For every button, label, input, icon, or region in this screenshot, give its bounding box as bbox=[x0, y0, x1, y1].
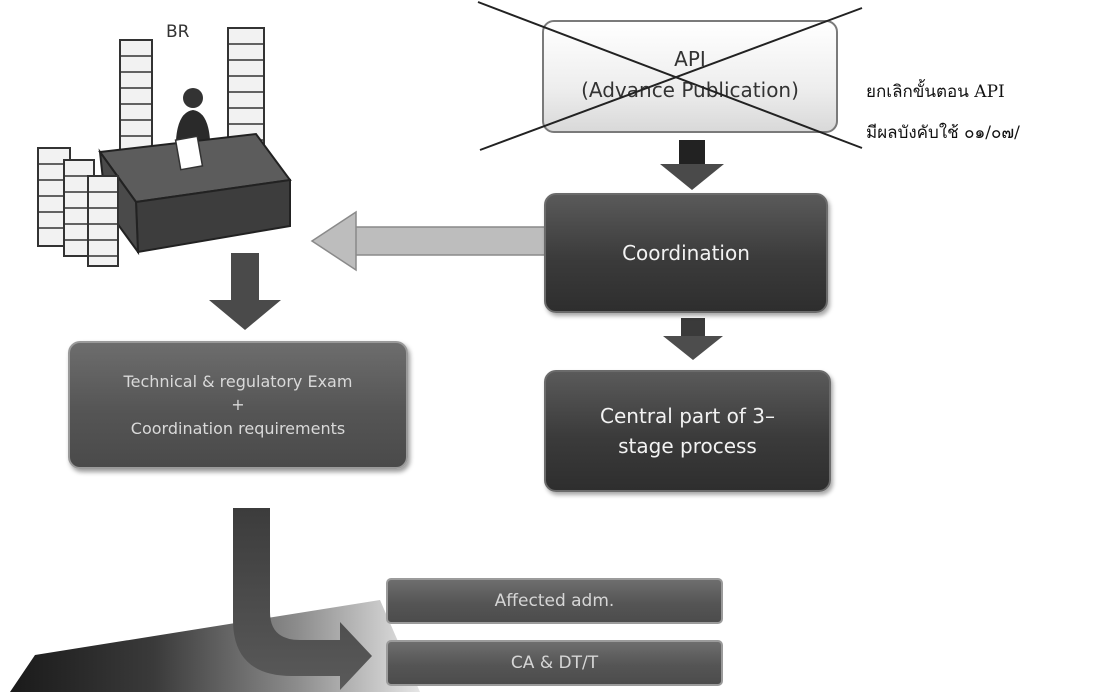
central-line-2: stage process bbox=[618, 434, 757, 458]
technical-line-1: Technical & regulatory Exam bbox=[123, 372, 353, 392]
desk-shape bbox=[98, 132, 292, 256]
note-line-1: ยกเลิกขั้นตอน API bbox=[866, 82, 1005, 102]
central-line-1: Central part of 3– bbox=[600, 404, 775, 428]
ca-label: CA & DT/T bbox=[510, 653, 599, 673]
paper-stack-front bbox=[37, 147, 119, 267]
api-cancellation-note: ยกเลิกขั้นตอน API มีผลบังคับใช้ ๐๑/๐๗/ bbox=[866, 72, 1020, 154]
coordination-label: Coordination bbox=[622, 241, 750, 265]
br-desk-illustration bbox=[37, 27, 292, 267]
coordination-box: Coordination bbox=[544, 193, 828, 313]
api-title: API bbox=[674, 47, 706, 71]
api-subtitle: (Advance Publication) bbox=[581, 78, 799, 102]
arrow-technical-to-bottom bbox=[233, 508, 372, 690]
affected-adm-box: Affected adm. bbox=[386, 578, 723, 624]
arrow-api-to-coordination bbox=[660, 140, 724, 190]
person-figure bbox=[176, 88, 210, 140]
affected-label: Affected adm. bbox=[494, 591, 615, 611]
api-box: API (Advance Publication) bbox=[542, 20, 838, 133]
ca-dtt-box: CA & DT/T bbox=[386, 640, 723, 686]
technical-exam-box: Technical & regulatory Exam + Coordinati… bbox=[68, 341, 408, 469]
arrow-coordination-to-central bbox=[663, 318, 723, 360]
technical-line-2: + bbox=[231, 395, 245, 415]
central-part-box: Central part of 3– stage process bbox=[544, 370, 831, 492]
note-line-2: มีผลบังคับใช้ ๐๑/๐๗/ bbox=[866, 122, 1020, 143]
technical-line-3: Coordination requirements bbox=[130, 418, 346, 438]
arrow-coordination-to-br bbox=[310, 210, 547, 272]
bottom-wedge-shape bbox=[10, 600, 420, 692]
paper-stack-left bbox=[119, 39, 153, 169]
br-label: BR bbox=[166, 22, 190, 42]
